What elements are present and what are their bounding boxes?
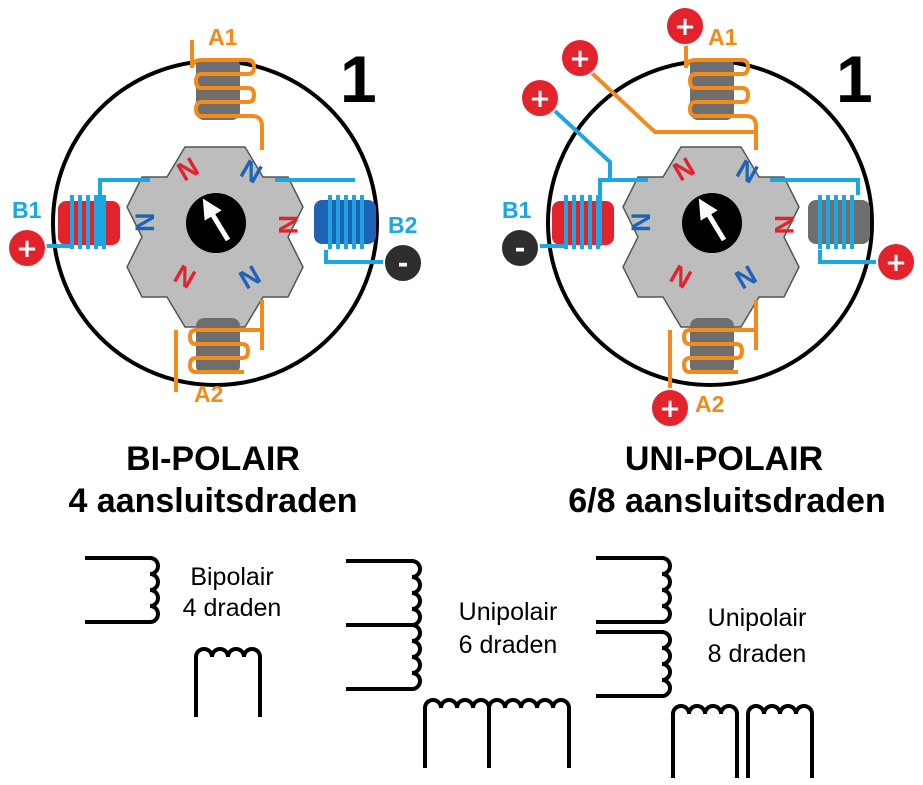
terminal-sign: + (674, 12, 696, 42)
schematic-unipolar6-line2: 6 draden (459, 631, 558, 659)
label-b1: B1 (502, 197, 532, 223)
minus-terminal-icon (500, 228, 540, 268)
terminal-sign: + (569, 44, 591, 74)
plus-terminal-icon (560, 38, 600, 78)
step-number: 1 (340, 42, 377, 116)
pole-letter: N (273, 215, 303, 235)
step-number: 1 (836, 42, 873, 116)
unipolar-motor: N N N N N N A1 A2 B1 + (500, 6, 916, 428)
bipolar-title: BI-POLAIR (126, 440, 300, 478)
bipolar-compass-needle (202, 198, 231, 242)
bipolar-coil-a2 (174, 300, 264, 392)
terminal-sign: + (529, 84, 551, 114)
schematic-bipolar (85, 556, 262, 717)
plus-terminal-icon (7, 228, 47, 268)
label-a2: A2 (695, 391, 724, 417)
terminal-sign: - (515, 234, 526, 264)
schematic-unipolar8-line2: 8 draden (708, 640, 807, 668)
unipolar-coil-b2 (770, 178, 880, 264)
minus-terminal-icon (383, 243, 423, 283)
schematic-unipolar-6 (346, 559, 571, 768)
unipolar-coil-b1 (534, 98, 648, 249)
bipolar-coil-b2 (275, 178, 390, 264)
terminal-sign: + (16, 234, 38, 264)
schematic-bipolar-line1: Bipolair (190, 563, 273, 591)
unipolar-subtitle: 6/8 aansluitsdraden (568, 482, 885, 520)
label-b2: B2 (388, 212, 417, 238)
plus-terminal-icon (876, 242, 916, 282)
terminal-sign: + (885, 248, 907, 278)
schematic-unipolar-8 (596, 556, 814, 778)
terminal-sign: - (398, 249, 409, 279)
bipolar-subtitle: 4 aansluitsdraden (68, 482, 357, 520)
label-a1: A1 (208, 24, 238, 50)
terminal-sign: + (659, 394, 681, 424)
unipolar-title: UNI-POLAIR (625, 440, 823, 478)
plus-terminal-icon (665, 6, 705, 46)
unipolar-compass-needle (698, 198, 727, 242)
bipolar-motor: N N N N N N A1 A2 B1 B2 + (7, 24, 423, 407)
unipolar-rotor (622, 146, 800, 328)
pole-letter: N (130, 213, 160, 233)
label-a2: A2 (194, 381, 223, 407)
label-a1: A1 (708, 24, 738, 50)
schematic-bipolar-line2: 4 draden (183, 594, 282, 622)
pole-letter: N (626, 213, 656, 233)
bipolar-coil-a1 (190, 40, 264, 150)
schematic-unipolar8-line1: Unipolair (708, 604, 807, 632)
label-b1: B1 (12, 197, 42, 223)
pole-letter: N (769, 215, 799, 235)
bipolar-coil-b1 (40, 178, 150, 249)
plus-terminal-icon (650, 388, 690, 428)
schematic-unipolar6-line1: Unipolair (459, 598, 558, 626)
plus-terminal-icon (520, 78, 560, 118)
